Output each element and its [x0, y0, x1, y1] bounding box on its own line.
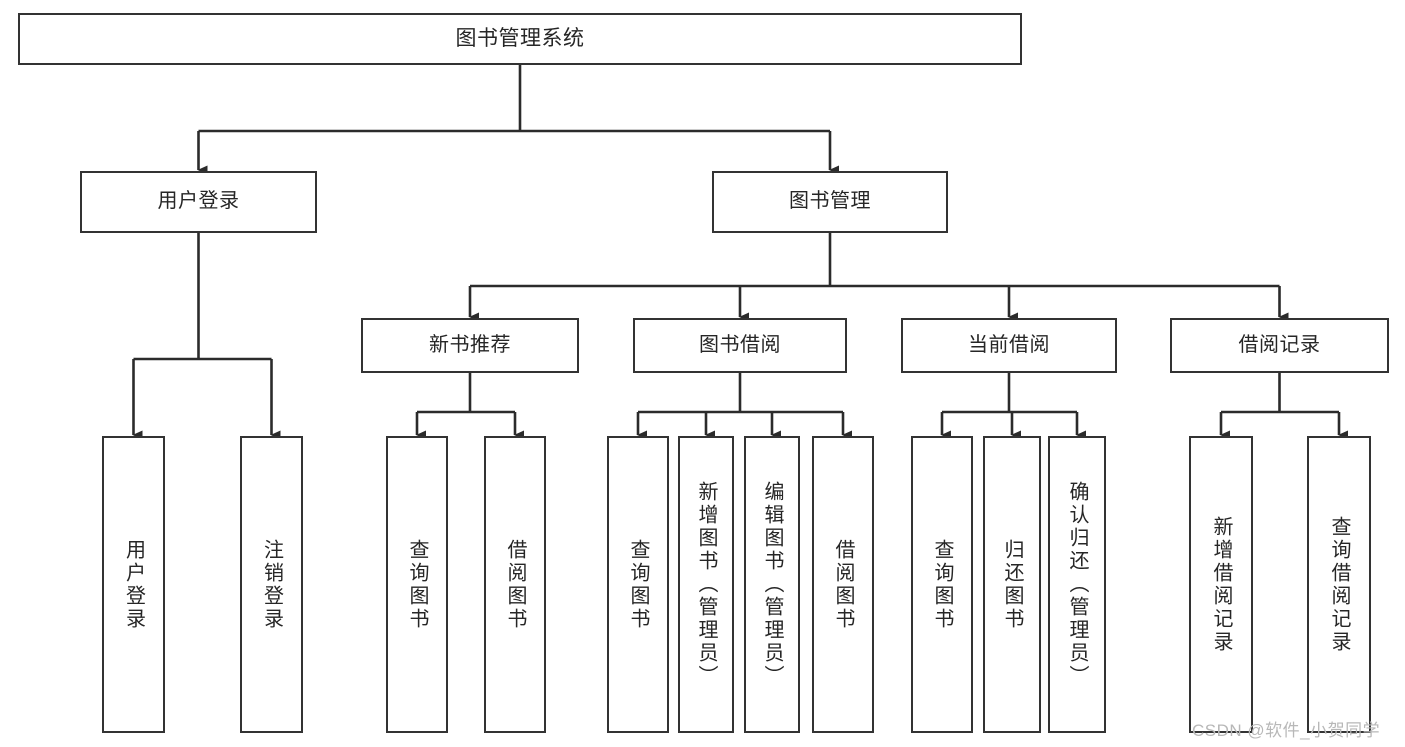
- node-label: 当前借阅: [968, 333, 1050, 356]
- node-label: 图书管理系统: [455, 26, 585, 50]
- node-book-borrow[interactable]: 图书借阅: [633, 318, 847, 373]
- node-leaf-user-login[interactable]: 用户登录: [102, 436, 165, 733]
- node-user-login[interactable]: 用户登录: [80, 171, 317, 233]
- node-label: 新书推荐: [429, 333, 511, 356]
- node-book-mgmt[interactable]: 图书管理: [712, 171, 948, 233]
- node-label: 归还图书: [1001, 538, 1023, 631]
- node-label: 用户登录: [122, 538, 145, 631]
- node-label: 编辑图书（管理员）: [761, 481, 783, 688]
- node-leaf-query-book-3[interactable]: 查询图书: [911, 436, 973, 733]
- node-leaf-query-book-1[interactable]: 查询图书: [386, 436, 448, 733]
- node-leaf-query-record[interactable]: 查询借阅记录: [1307, 436, 1371, 733]
- node-leaf-add-record[interactable]: 新增借阅记录: [1189, 436, 1253, 733]
- node-label: 查询图书: [627, 538, 649, 631]
- node-leaf-query-book-2[interactable]: 查询图书: [607, 436, 669, 733]
- node-leaf-return-book[interactable]: 归还图书: [983, 436, 1041, 733]
- node-root[interactable]: 图书管理系统: [18, 13, 1022, 65]
- node-leaf-add-book[interactable]: 新增图书（管理员）: [678, 436, 734, 733]
- node-label: 新增借阅记录: [1210, 515, 1232, 654]
- node-label: 用户登录: [157, 190, 240, 213]
- node-label: 借阅记录: [1238, 333, 1321, 356]
- node-label: 查询图书: [406, 538, 428, 631]
- node-label: 借阅图书: [832, 538, 854, 631]
- node-leaf-edit-book[interactable]: 编辑图书（管理员）: [744, 436, 800, 733]
- node-label: 注销登录: [260, 538, 283, 631]
- node-label: 查询图书: [931, 538, 953, 631]
- node-label: 确认归还（管理员）: [1066, 481, 1088, 688]
- node-borrow-record[interactable]: 借阅记录: [1170, 318, 1389, 373]
- node-new-book-rec[interactable]: 新书推荐: [361, 318, 579, 373]
- node-label: 查询借阅记录: [1328, 515, 1350, 654]
- node-label: 新增图书（管理员）: [695, 481, 717, 688]
- node-leaf-logout[interactable]: 注销登录: [240, 436, 303, 733]
- node-label: 图书借阅: [699, 333, 781, 356]
- node-label: 借阅图书: [504, 538, 526, 631]
- node-leaf-borrow-book-1[interactable]: 借阅图书: [484, 436, 546, 733]
- node-leaf-borrow-book-2[interactable]: 借阅图书: [812, 436, 874, 733]
- node-leaf-confirm-return[interactable]: 确认归还（管理员）: [1048, 436, 1106, 733]
- node-label: 图书管理: [789, 190, 871, 213]
- node-current-borrow[interactable]: 当前借阅: [901, 318, 1117, 373]
